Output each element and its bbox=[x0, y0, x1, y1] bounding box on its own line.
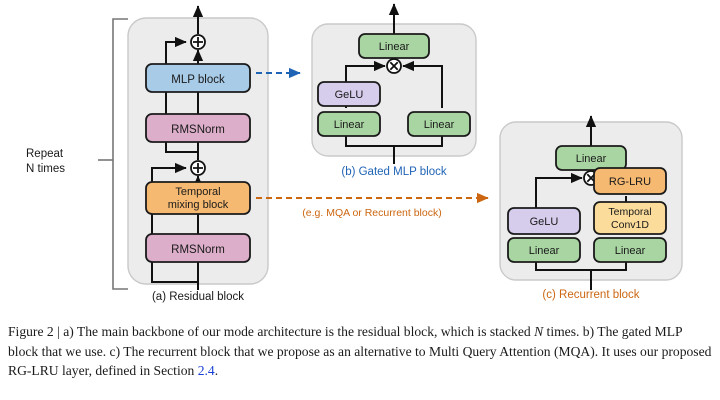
panel-b-block-linear-right[interactable]: Linear bbox=[407, 111, 471, 137]
panel-b-gated-mlp-block: Linear GeLU Linear Linear (b) Gated MLP … bbox=[311, 3, 477, 178]
block-rmsnorm-top[interactable]: RMSNorm bbox=[145, 113, 251, 143]
block-rmsnorm-top-rect[interactable] bbox=[145, 113, 251, 143]
panel-c-block-linear-right-label: Linear bbox=[615, 245, 646, 257]
block-temporal-mixing-block[interactable]: Temporal mixing block bbox=[145, 181, 251, 215]
panel-b-block-linear-out-label: Linear bbox=[379, 41, 410, 53]
caption-section-link[interactable]: 2.4 bbox=[197, 363, 215, 379]
panel-c-block-gelu-label: GeLU bbox=[530, 216, 559, 228]
panel-b-label: (b) Gated MLP block bbox=[341, 166, 447, 178]
caption-end: . bbox=[214, 363, 219, 379]
panel-b-block-linear-left[interactable]: Linear bbox=[317, 111, 381, 137]
caption-italic-n: N bbox=[534, 324, 544, 339]
panel-b-block-gelu[interactable]: GeLU bbox=[317, 81, 381, 107]
panel-c-block-rg-lru-label: RG-LRU bbox=[609, 176, 651, 188]
panel-b-block-linear-out[interactable]: Linear bbox=[358, 33, 430, 59]
block-temporal-mixing-block-label-2: mixing block bbox=[168, 199, 229, 211]
caption-part1: a) The main backbone of our mode archite… bbox=[63, 324, 535, 339]
panel-c-block-temporal-conv1d[interactable]: Temporal Conv1D bbox=[593, 201, 667, 235]
panel-b-block-linear-left-label: Linear bbox=[334, 119, 365, 131]
caption-part2: times. b) The gated MLP block that we us… bbox=[8, 324, 712, 379]
panel-c-block-linear-left-rect[interactable] bbox=[507, 237, 581, 263]
block-rmsnorm-bottom-rect[interactable] bbox=[145, 233, 251, 263]
connector-note-label: (e.g. MQA or Recurrent block) bbox=[302, 207, 441, 219]
repeat-label-line1: Repeat bbox=[26, 148, 64, 160]
panel-a-wires bbox=[151, 5, 204, 290]
residual-add-top bbox=[190, 34, 206, 50]
repeat-bracket bbox=[98, 18, 128, 290]
panel-a-residual-block: Repeat N times bbox=[26, 5, 269, 303]
block-mlp-block-label: MLP block bbox=[171, 74, 225, 86]
panel-b-block-linear-right-rect[interactable] bbox=[407, 111, 471, 137]
panel-c-block-rg-lru-rect[interactable] bbox=[593, 167, 667, 195]
panel-b-block-gelu-rect[interactable] bbox=[317, 81, 381, 107]
panel-c-block-linear-out-label: Linear bbox=[576, 153, 607, 165]
panel-c-block-linear-out[interactable]: Linear bbox=[555, 145, 627, 171]
panel-c-block-temporal-conv1d-label-2: Conv1D bbox=[611, 219, 649, 231]
residual-add-bottom bbox=[190, 160, 206, 176]
block-rmsnorm-top-label: RMSNorm bbox=[171, 124, 225, 136]
figure-caption: Figure 2 | a) The main backbone of our m… bbox=[8, 322, 712, 381]
architecture-diagram: Repeat N times bbox=[26, 3, 683, 303]
repeat-label-line2: N times bbox=[26, 163, 65, 175]
panel-c-block-linear-right[interactable]: Linear bbox=[593, 237, 667, 263]
block-mlp-block-rect[interactable] bbox=[145, 63, 251, 93]
panel-c-block-temporal-conv1d-label-1: Temporal bbox=[608, 206, 651, 218]
gated-mlp-multiply bbox=[386, 58, 402, 74]
panel-c-block-linear-left-label: Linear bbox=[529, 245, 560, 257]
panel-b-block-linear-right-label: Linear bbox=[424, 119, 455, 131]
panel-c-block-linear-left[interactable]: Linear bbox=[507, 237, 581, 263]
block-temporal-mixing-block-rect[interactable] bbox=[145, 181, 251, 215]
panel-c-block-linear-right-rect[interactable] bbox=[593, 237, 667, 263]
panel-c-block-gelu[interactable]: GeLU bbox=[507, 207, 581, 235]
panel-c-block-temporal-conv1d-rect[interactable] bbox=[593, 201, 667, 235]
panel-b-wires bbox=[345, 3, 443, 164]
panel-a-label: (a) Residual block bbox=[152, 291, 244, 303]
panel-b-block-gelu-label: GeLU bbox=[335, 89, 364, 101]
block-temporal-mixing-block-label-1: Temporal bbox=[175, 186, 220, 198]
panel-c-recurrent-block: Linear RG-LRU Temporal Conv1D GeLU Linea… bbox=[499, 115, 683, 301]
block-mlp-block[interactable]: MLP block bbox=[145, 63, 251, 93]
block-rmsnorm-bottom[interactable]: RMSNorm bbox=[145, 233, 251, 263]
connector-temporal-to-recurrent: (e.g. MQA or Recurrent block) bbox=[256, 192, 489, 219]
panel-c-block-gelu-rect[interactable] bbox=[507, 207, 581, 235]
panel-b-block-linear-out-rect[interactable] bbox=[358, 33, 430, 59]
panel-c-block-rg-lru[interactable]: RG-LRU bbox=[593, 167, 667, 195]
caption-prefix: Figure 2 | bbox=[8, 324, 64, 339]
block-rmsnorm-bottom-label: RMSNorm bbox=[171, 244, 225, 256]
panel-b-block-linear-left-rect[interactable] bbox=[317, 111, 381, 137]
panel-c-label: (c) Recurrent block bbox=[542, 289, 639, 301]
panel-c-block-linear-out-rect[interactable] bbox=[555, 145, 627, 171]
